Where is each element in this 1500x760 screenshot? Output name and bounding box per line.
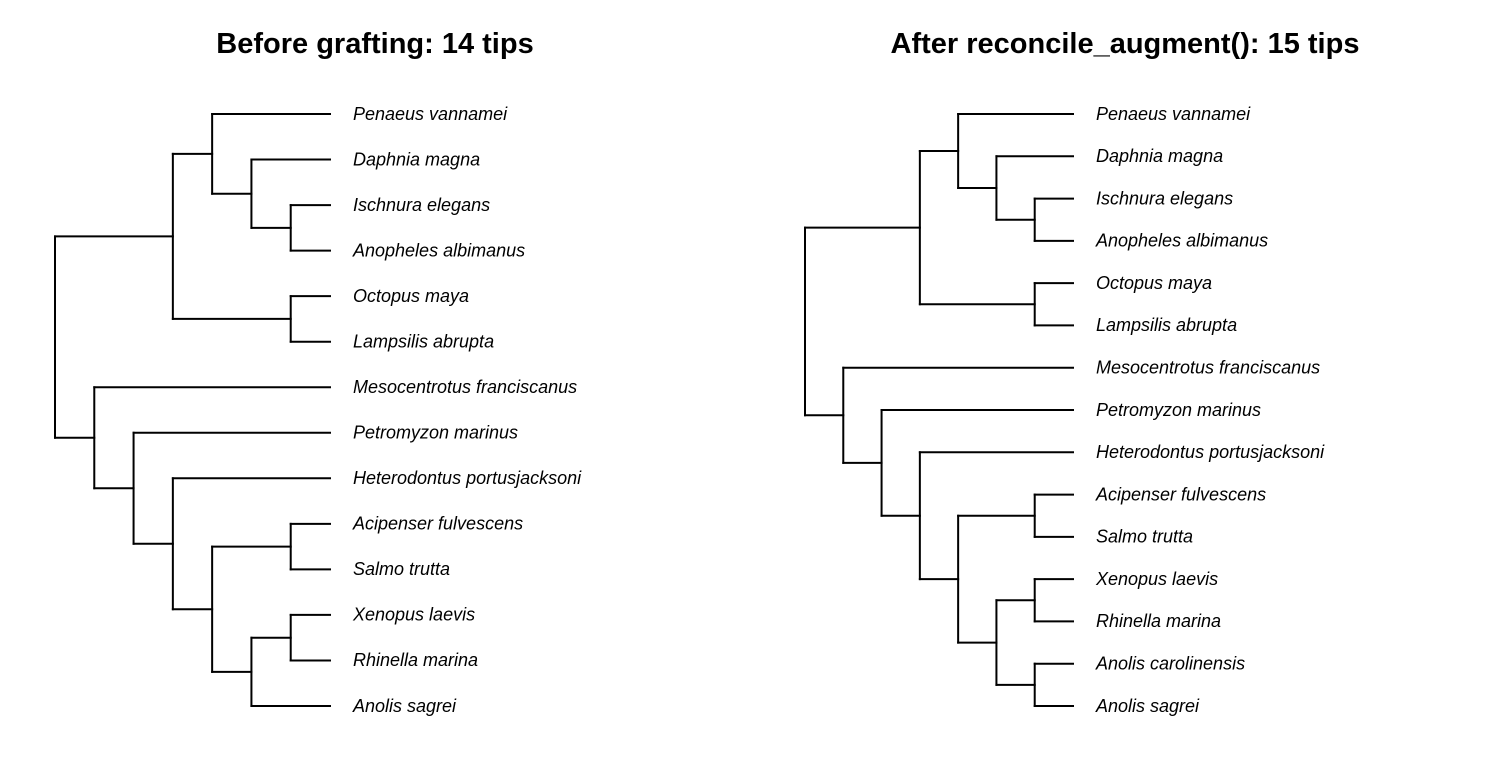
tip-label: Penaeus vannamei xyxy=(353,104,508,124)
tip-label: Anolis carolinensis xyxy=(1095,653,1245,673)
right-panel-title: After reconcile_augment(): 15 tips xyxy=(890,28,1360,60)
tip-label: Heterodontus portusjacksoni xyxy=(1096,442,1325,462)
tip-label: Ischnura elegans xyxy=(353,195,490,215)
tip-label: Petromyzon marinus xyxy=(1096,400,1261,420)
right-panel: After reconcile_augment(): 15 tips Penae… xyxy=(750,0,1500,760)
tip-label: Anopheles albimanus xyxy=(352,240,525,260)
tip-label: Anolis sagrei xyxy=(352,696,457,716)
tip-label: Xenopus laevis xyxy=(1095,569,1218,589)
tip-label: Lampsilis abrupta xyxy=(1096,315,1237,335)
tip-label: Acipenser fulvescens xyxy=(1095,484,1266,504)
tip-label: Salmo trutta xyxy=(1096,527,1193,547)
tip-label: Mesocentrotus franciscanus xyxy=(1096,357,1320,377)
tip-label: Anolis sagrei xyxy=(1095,696,1200,716)
tip-label: Heterodontus portusjacksoni xyxy=(353,468,582,488)
tip-label: Daphnia magna xyxy=(353,149,480,169)
tip-label: Rhinella marina xyxy=(1096,611,1221,631)
tip-label: Acipenser fulvescens xyxy=(352,514,523,534)
left-panel-title: Before grafting: 14 tips xyxy=(216,28,534,60)
tip-label: Petromyzon marinus xyxy=(353,423,518,443)
tip-label: Lampsilis abrupta xyxy=(353,331,494,351)
left-panel: Before grafting: 14 tips Penaeus vanname… xyxy=(54,28,582,716)
tip-label: Octopus maya xyxy=(353,286,469,306)
tip-label: Octopus maya xyxy=(1096,273,1212,293)
tip-label: Rhinella marina xyxy=(353,650,478,670)
tip-label: Penaeus vannamei xyxy=(1096,104,1251,124)
tip-label: Anopheles albimanus xyxy=(1095,231,1268,251)
tip-label: Daphnia magna xyxy=(1096,146,1223,166)
tip-label: Salmo trutta xyxy=(353,559,450,579)
tip-label: Ischnura elegans xyxy=(1096,188,1233,208)
tip-label: Xenopus laevis xyxy=(352,605,475,625)
tip-label: Mesocentrotus franciscanus xyxy=(353,377,577,397)
